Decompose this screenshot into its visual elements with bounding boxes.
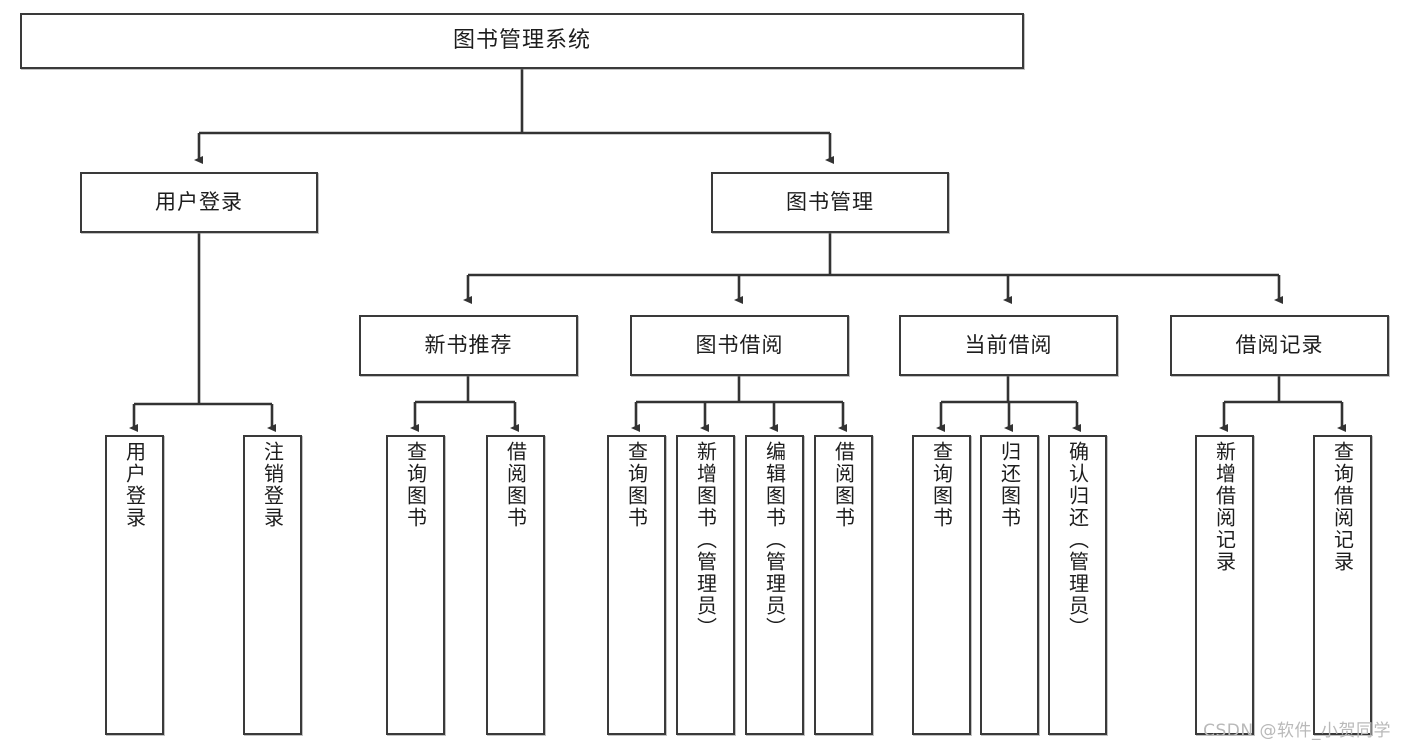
node-leaf-record-add-label: 新增借阅记录 <box>1212 441 1237 573</box>
node-leaf-user-login-signout-label: 注销登录 <box>260 441 285 529</box>
node-leaf-newbook-query[interactable]: 查询图书 <box>386 435 445 735</box>
node-leaf-borrow-query[interactable]: 查询图书 <box>607 435 666 735</box>
node-leaf-newbook-borrow-label: 借阅图书 <box>503 441 528 529</box>
node-book-borrow-label: 图书借阅 <box>695 333 784 358</box>
node-leaf-record-query[interactable]: 查询借阅记录 <box>1313 435 1372 735</box>
node-borrow-record-label: 借阅记录 <box>1235 333 1324 358</box>
node-new-book-recommend-label: 新书推荐 <box>424 333 513 358</box>
node-leaf-current-return-label: 归还图书 <box>997 441 1022 529</box>
node-book-management[interactable]: 图书管理 <box>711 172 949 233</box>
node-leaf-current-confirm-return[interactable]: 确认归还（管理员） <box>1048 435 1107 735</box>
node-book-borrow[interactable]: 图书借阅 <box>630 315 849 376</box>
node-user-login-label: 用户登录 <box>155 190 243 215</box>
node-leaf-borrow-edit-label: 编辑图书（管理员） <box>762 441 787 639</box>
node-leaf-user-login-signin-label: 用户登录 <box>122 441 147 529</box>
node-root-system[interactable]: 图书管理系统 <box>20 13 1024 69</box>
node-leaf-borrow-lend-label: 借阅图书 <box>831 441 856 529</box>
node-leaf-borrow-query-label: 查询图书 <box>624 441 649 529</box>
node-leaf-borrow-edit[interactable]: 编辑图书（管理员） <box>745 435 804 735</box>
node-leaf-current-return[interactable]: 归还图书 <box>980 435 1039 735</box>
node-current-borrow[interactable]: 当前借阅 <box>899 315 1118 376</box>
node-root-system-label: 图书管理系统 <box>452 28 591 54</box>
node-leaf-borrow-lend[interactable]: 借阅图书 <box>814 435 873 735</box>
node-user-login[interactable]: 用户登录 <box>80 172 318 233</box>
node-leaf-current-query-label: 查询图书 <box>929 441 954 529</box>
csdn-watermark: CSDN @软件_小贺同学 <box>1203 721 1391 741</box>
node-new-book-recommend[interactable]: 新书推荐 <box>359 315 578 376</box>
node-borrow-record[interactable]: 借阅记录 <box>1170 315 1389 376</box>
node-leaf-newbook-query-label: 查询图书 <box>403 441 428 529</box>
node-leaf-record-add[interactable]: 新增借阅记录 <box>1195 435 1254 735</box>
node-leaf-user-login-signin[interactable]: 用户登录 <box>105 435 164 735</box>
node-current-borrow-label: 当前借阅 <box>964 333 1053 358</box>
node-leaf-borrow-add-label: 新增图书（管理员） <box>693 441 718 639</box>
node-leaf-newbook-borrow[interactable]: 借阅图书 <box>486 435 545 735</box>
node-leaf-record-query-label: 查询借阅记录 <box>1330 441 1355 573</box>
node-leaf-current-confirm-return-label: 确认归还（管理员） <box>1065 441 1090 639</box>
node-leaf-user-login-signout[interactable]: 注销登录 <box>243 435 302 735</box>
node-leaf-borrow-add[interactable]: 新增图书（管理员） <box>676 435 735 735</box>
node-leaf-current-query[interactable]: 查询图书 <box>912 435 971 735</box>
node-book-management-label: 图书管理 <box>786 190 874 215</box>
